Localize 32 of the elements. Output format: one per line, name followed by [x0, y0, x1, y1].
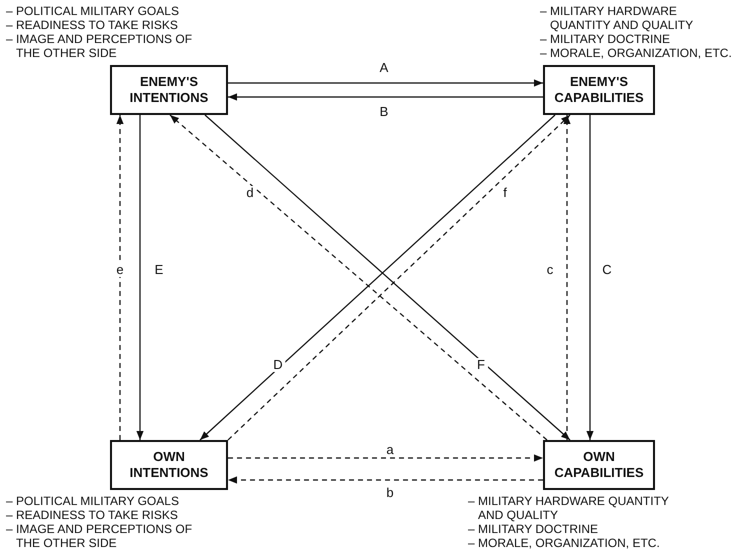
dashed-arrow — [563, 115, 571, 440]
bullet-item: – MILITARY HARDWARE QUANTITY AND QUALITY — [540, 4, 694, 32]
node-title: ENEMY'S INTENTIONS — [128, 74, 210, 106]
dashed-arrow — [228, 454, 543, 462]
bullet-item: – MILITARY DOCTRINE — [540, 32, 672, 46]
bullet-item: – POLITICAL MILITARY GOALS — [6, 494, 180, 508]
process-box — [110, 440, 228, 490]
edge-label: D — [270, 358, 286, 372]
node-title: OWN INTENTIONS — [128, 449, 210, 481]
bullet-item: – IMAGE AND PERCEPTIONS OF THE OTHER SIDE — [6, 522, 194, 550]
process-box — [543, 440, 655, 490]
edge-label: f — [500, 186, 510, 200]
edge-label: F — [474, 358, 488, 372]
bullet-item: – MORALE, ORGANIZATION, ETC. — [540, 46, 733, 60]
dashed-arrow — [116, 115, 124, 440]
bullet-item: – MORALE, ORGANIZATION, ETC. — [468, 536, 661, 550]
bullet-item: – READINESS TO TAKE RISKS — [6, 18, 179, 32]
arrow — [228, 79, 543, 87]
dashed-arrow — [228, 476, 543, 484]
node-title: ENEMY'S CAPABILITIES — [553, 74, 645, 106]
bullet-item: – POLITICAL MILITARY GOALS — [6, 4, 180, 18]
arrow — [228, 93, 543, 101]
edge-label: A — [376, 61, 392, 75]
bullet-item: – MILITARY DOCTRINE — [468, 522, 600, 536]
bullet-item: – IMAGE AND PERCEPTIONS OF THE OTHER SIDE — [6, 32, 194, 60]
arrow — [586, 115, 594, 440]
process-box — [110, 65, 228, 115]
bullet-item: – READINESS TO TAKE RISKS — [6, 508, 179, 522]
bullet-item: – MILITARY HARDWARE QUANTITY AND QUALITY — [468, 494, 670, 522]
arrow — [136, 115, 144, 440]
node-title: OWN CAPABILITIES — [553, 449, 645, 481]
process-box — [543, 65, 655, 115]
